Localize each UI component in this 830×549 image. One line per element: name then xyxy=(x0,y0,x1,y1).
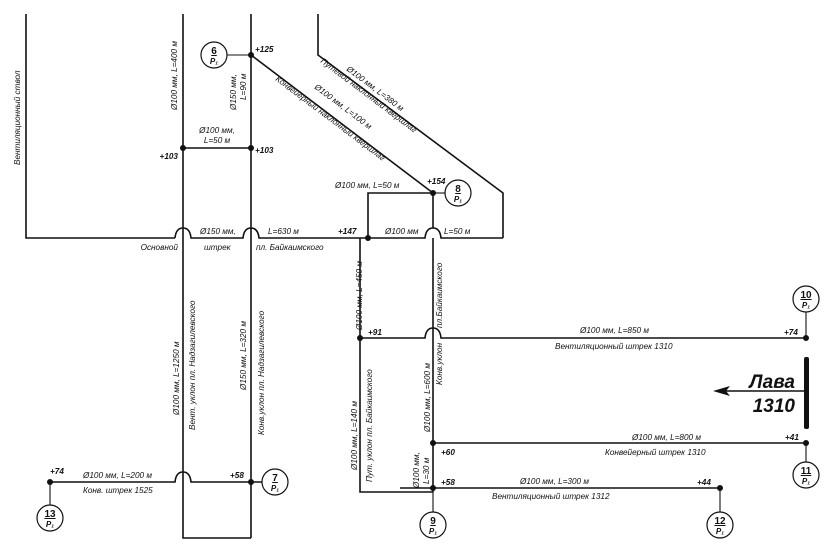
pipe-label-400: Ø100 мм, L=400 м xyxy=(170,41,179,111)
pipe-label-main-b: L=630 м xyxy=(268,227,299,236)
elev-125: +125 xyxy=(255,45,274,54)
point-7: 7 Р₁ xyxy=(261,468,289,496)
junction-node xyxy=(430,190,436,196)
main-drift-label-3: пл. Байкаимского xyxy=(256,243,324,252)
elev-60: +60 xyxy=(441,448,455,457)
elev-41: +41 xyxy=(785,433,799,442)
point-sub: Р₁ xyxy=(802,301,810,310)
pipe-label-50-top: Ø100 мм, L=50 м xyxy=(334,181,400,190)
pipe-label-1250: Ø100 мм, L=1250 м xyxy=(172,341,181,416)
point-9: 9 Р₁ xyxy=(419,511,447,539)
elev-58-left: +58 xyxy=(230,471,244,480)
pipe-label-30a: Ø100 мм, xyxy=(412,452,421,489)
pipe-label-main-d: L=50 м xyxy=(444,227,471,236)
point-sub: Р₁ xyxy=(210,57,218,66)
elev-58-mid: +58 xyxy=(441,478,455,487)
elev-44: +44 xyxy=(697,478,711,487)
conv-slope-baik-upper-label: пл.Байкаимского xyxy=(435,262,444,328)
elev-74-right: +74 xyxy=(784,328,798,337)
conv-drift-1525-label: Конв. штрек 1525 xyxy=(83,486,153,495)
main-drift-label-2: штрек xyxy=(204,243,232,252)
junction-node xyxy=(248,52,254,58)
point-number: 12 xyxy=(714,516,726,527)
junction-node xyxy=(180,145,186,151)
point-number: 9 xyxy=(430,516,436,527)
pipe-label-50b: L=50 м xyxy=(204,136,231,145)
pipe-label-90b: L=90 м xyxy=(239,73,248,100)
vent-slope-left-line xyxy=(182,14,251,539)
pipe-label-320: Ø150 мм, L=320 м xyxy=(239,321,248,391)
point-sub: Р₁ xyxy=(429,527,437,536)
junction-node xyxy=(717,485,723,491)
point-number: 8 xyxy=(455,184,461,195)
conv-drift-1525-line xyxy=(50,471,262,483)
vent-drift-1310-line xyxy=(360,327,806,339)
travel-incline-line xyxy=(317,14,504,238)
vent-shaft-line xyxy=(25,14,175,239)
point-8: 8 Р₁ xyxy=(444,179,472,207)
point-13: 13 Р₁ xyxy=(36,504,64,532)
point-6: 6 Р₁ xyxy=(200,41,228,69)
pipe-label-140: Ø100 мм, L=140 м xyxy=(350,401,359,471)
vent-drift-1310-label: Вентиляционный штрек 1310 xyxy=(555,342,673,351)
point-10: 10 Р₁ xyxy=(792,285,820,313)
junction-node xyxy=(430,485,436,491)
travel-slope-baik-line xyxy=(359,238,433,493)
lava-face xyxy=(804,357,809,429)
point-12: 12 Р₁ xyxy=(706,511,734,539)
junction-node xyxy=(357,335,363,341)
point-sub: Р₁ xyxy=(271,484,279,493)
junction-node xyxy=(365,235,371,241)
pipe-label-50a: Ø100 мм, xyxy=(198,126,235,135)
lava-number: 1310 xyxy=(753,396,796,417)
elev-103-left: +103 xyxy=(160,152,179,161)
vent-shaft-label: Вентиляционный ствол xyxy=(13,70,22,165)
junction-node xyxy=(248,145,254,151)
elev-91: +91 xyxy=(368,328,382,337)
point-11: 11 Р₁ xyxy=(792,461,820,489)
conveyor-incline-line xyxy=(250,54,434,194)
pipe-label-30b: L=30 м xyxy=(422,457,431,484)
junction-node xyxy=(248,479,254,485)
elev-74-left: +74 xyxy=(50,467,64,476)
elev-147: +147 xyxy=(338,227,357,236)
pipe-label-450: Ø100 мм, L=450 м xyxy=(355,261,364,331)
lava-arrow-head xyxy=(713,386,730,396)
point-number: 7 xyxy=(272,473,278,484)
point-number: 13 xyxy=(44,509,56,520)
junction-node xyxy=(803,335,809,341)
pipe-label-90a: Ø150 мм, xyxy=(229,74,238,111)
pipe-label-200: Ø100 мм, L=200 м xyxy=(82,471,152,480)
pipe-label-850: Ø100 мм, L=850 м xyxy=(579,326,649,335)
pipe-label-300: Ø100 мм, L=300 м xyxy=(519,477,589,486)
point-sub: Р₁ xyxy=(716,527,724,536)
pipe-label-main-c: Ø100 мм xyxy=(384,227,419,236)
point-number: 10 xyxy=(800,290,812,301)
point-sub: Р₁ xyxy=(802,477,810,486)
elev-154: +154 xyxy=(427,177,446,186)
travel-slope-baik-label: Пут. уклон пл. Байкаимского xyxy=(365,369,374,482)
main-drift-label-1: Основной xyxy=(141,243,179,252)
pipe-label-main-a: Ø150 мм, xyxy=(199,227,236,236)
vent-slope-nadzhip-label: Вент. уклон пл. Надзагилевского xyxy=(188,300,197,430)
conv-slope-baik-lower-label: Конв.уклон xyxy=(435,342,444,385)
junction-node xyxy=(430,440,436,446)
junction-node xyxy=(47,479,53,485)
top-box-line xyxy=(367,192,433,238)
vent-drift-1312-label: Вентиляционный штрек 1312 xyxy=(492,492,610,501)
elev-103-right: +103 xyxy=(255,146,274,155)
conv-drift-1310-label: Конвейерный штрек 1310 xyxy=(605,448,706,457)
conv-slope-nadzhip-label: Конв.уклон пл. Надзагилевского xyxy=(257,310,266,435)
junction-node xyxy=(803,440,809,446)
point-number: 6 xyxy=(211,46,217,57)
lava-label: Лава xyxy=(747,372,795,393)
pipe-label-600: Ø100 мм, L=600 м xyxy=(423,363,432,433)
point-number: 11 xyxy=(801,466,812,477)
point-sub: Р₁ xyxy=(46,520,54,529)
pipe-label-800: Ø100 мм, L=800 м xyxy=(631,433,701,442)
point-sub: Р₁ xyxy=(454,195,462,204)
